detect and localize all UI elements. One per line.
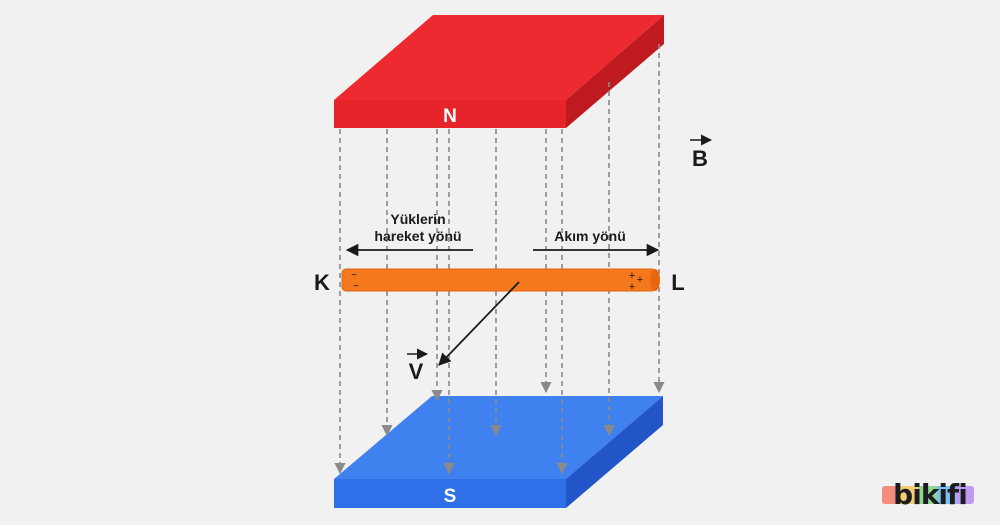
charge-motion-label-line2: hareket yönü xyxy=(374,228,461,244)
velocity-arrow xyxy=(438,281,520,366)
rod-body xyxy=(341,268,657,292)
velocity-label-group: V xyxy=(407,348,429,384)
north-magnet-side xyxy=(566,15,664,128)
south-magnet-front xyxy=(334,479,566,508)
north-magnet xyxy=(334,15,664,128)
b-field-label-group: B xyxy=(690,134,713,171)
north-magnet-front xyxy=(334,100,566,128)
south-magnet-top xyxy=(334,396,663,479)
b-field-label: B xyxy=(692,146,708,171)
south-magnet-side xyxy=(566,396,663,508)
north-magnet-top xyxy=(334,15,664,100)
south-pole-label: S xyxy=(444,486,457,507)
rod-end-right-label: L xyxy=(671,270,684,295)
logo-bar xyxy=(900,486,919,504)
rod-end-cap xyxy=(650,269,660,291)
velocity-label: V xyxy=(409,359,424,384)
conductor-rod xyxy=(341,268,660,292)
logo-bar xyxy=(918,486,938,504)
logo-color-bars xyxy=(882,486,974,504)
positive-charge-sign: + xyxy=(637,274,643,286)
charge-motion-label-line1: Yüklerin xyxy=(390,211,445,227)
bikifi-logo: bikifi xyxy=(880,478,980,514)
positive-charge-sign: + xyxy=(629,281,635,293)
positive-charge-sign: + xyxy=(629,270,635,282)
logo-bar xyxy=(937,486,956,504)
negative-charge-sign: − xyxy=(351,270,357,281)
north-pole-label: N xyxy=(443,106,457,127)
current-direction-label: Akım yönü xyxy=(554,228,626,244)
logo-bar xyxy=(882,486,901,504)
logo-bar xyxy=(955,486,974,504)
negative-charge-sign: − xyxy=(353,281,359,292)
rod-end-left-label: K xyxy=(314,270,330,295)
south-magnet xyxy=(334,396,663,508)
logo-text: bikifi xyxy=(893,478,968,511)
